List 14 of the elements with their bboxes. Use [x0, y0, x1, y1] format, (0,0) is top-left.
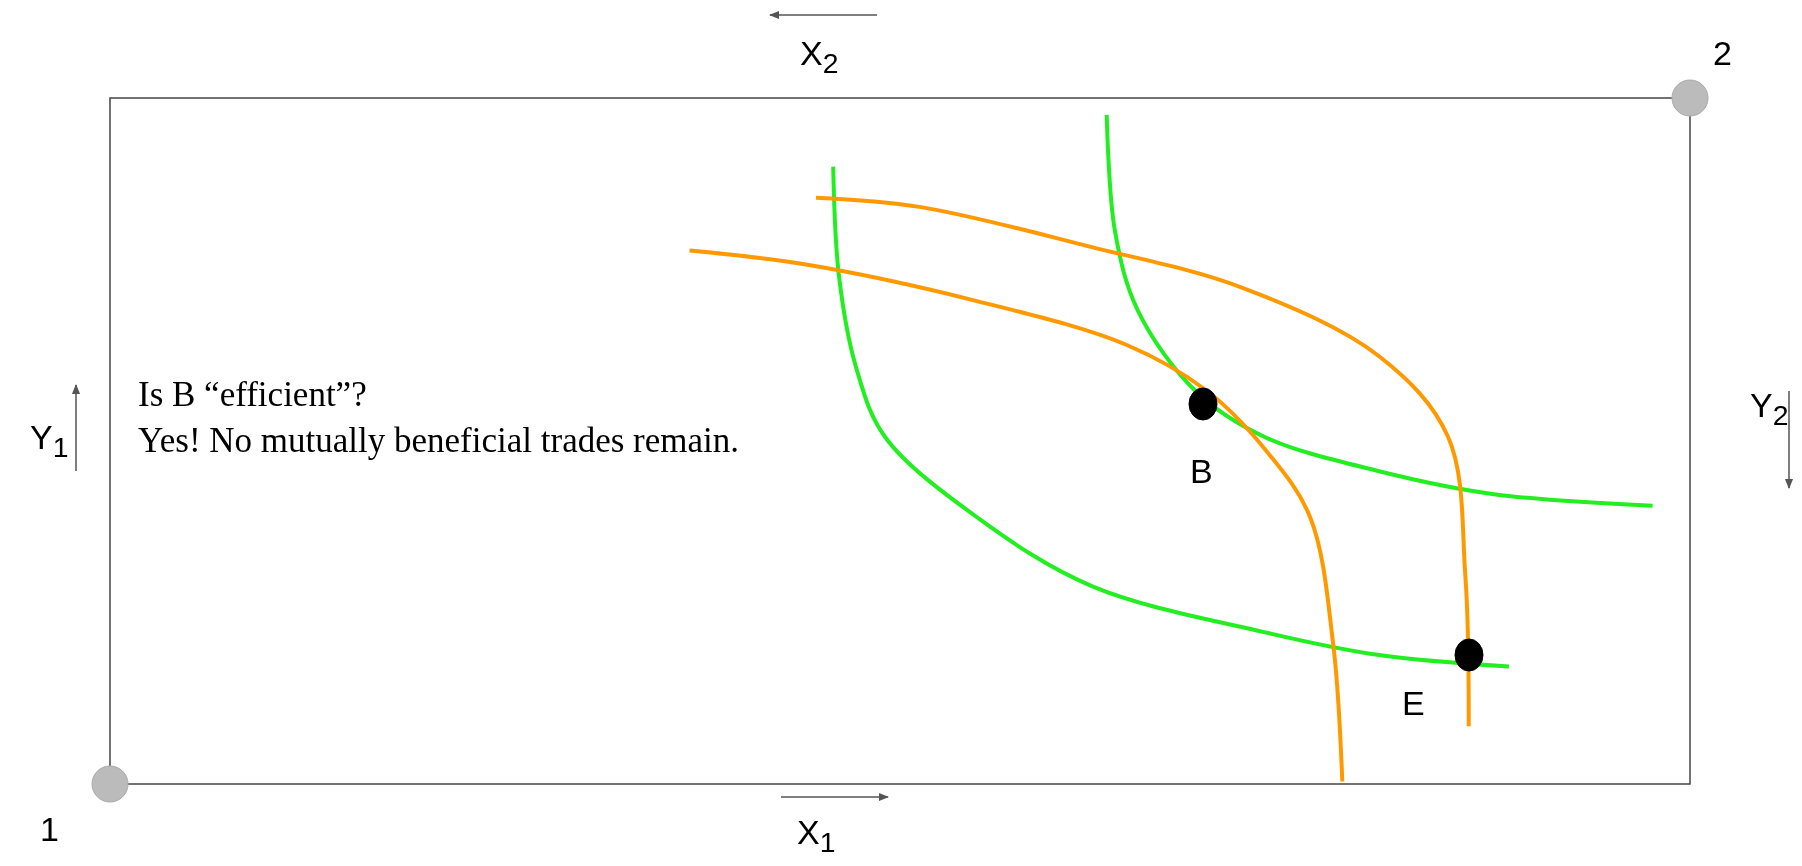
- point-label: B: [1190, 454, 1213, 488]
- corner-origin-circle: [1671, 79, 1709, 117]
- corner-origin-circle: [91, 765, 129, 803]
- answer-text: Yes! No mutually beneficial trades remain.: [138, 420, 740, 462]
- allocation-point: [1188, 387, 1218, 421]
- axis-label: Y$_{1}$: [30, 420, 69, 462]
- question-text: Is B “efficient”?: [138, 374, 368, 416]
- axis-label: X$_{1}$: [797, 815, 836, 857]
- point-label: 1: [40, 812, 59, 846]
- axis-label: X$_{2}$: [800, 36, 839, 78]
- allocation-point: [1454, 638, 1484, 672]
- point-label: E: [1402, 686, 1425, 720]
- axis-label: Y$_{2}$: [1750, 388, 1789, 430]
- point-label: 2: [1713, 36, 1732, 70]
